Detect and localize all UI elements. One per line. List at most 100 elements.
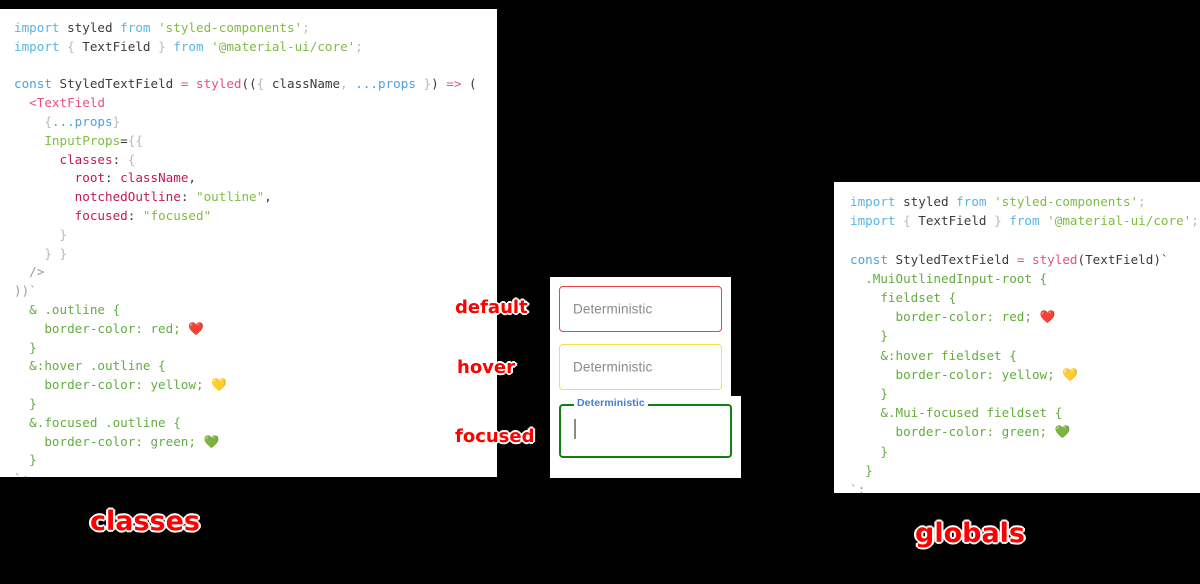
code-token: '@material-ui/core'	[1047, 213, 1192, 229]
heart-emoji-icon: 💛	[211, 377, 227, 393]
code-token: StyledTextField	[59, 76, 181, 92]
code-token: }	[112, 113, 121, 129]
code-line: <TextField	[14, 94, 497, 113]
code-token: .MuiOutlinedInput-root {	[850, 270, 1048, 286]
code-token: ,	[340, 76, 356, 92]
code-line: const StyledTextField = styled(({ classN…	[14, 75, 497, 94]
code-token: focused	[14, 207, 128, 223]
code-block-globals: import styled from 'styled-components';i…	[850, 192, 1200, 493]
code-token: & .outline {	[14, 301, 121, 317]
code-line: border-color: red; ❤️	[850, 307, 1200, 326]
code-token: :	[105, 170, 121, 186]
code-line: }	[850, 384, 1200, 403]
code-token: from	[165, 38, 212, 54]
code-token: ;	[302, 20, 310, 35]
code-line: ))`	[14, 282, 497, 301]
code-block-classes: import styled from 'styled-components';i…	[14, 19, 497, 477]
code-token: &:hover .outline {	[14, 358, 166, 374]
code-token: import	[850, 213, 904, 229]
code-line: .MuiOutlinedInput-root {	[850, 269, 1200, 288]
annotation-globals-title: globals	[915, 518, 1026, 549]
code-token: 'styled-components'	[994, 194, 1139, 209]
code-line: InputProps={{	[14, 132, 497, 151]
code-token: from	[1001, 213, 1048, 229]
code-line: import styled from 'styled-components';	[850, 192, 1200, 211]
code-token: "outline"	[195, 189, 265, 205]
textfield-default-label: Deterministic	[573, 301, 653, 317]
code-token: className	[264, 76, 341, 92]
code-token: className	[120, 170, 189, 186]
code-token: import	[850, 194, 904, 209]
code-token: `;	[850, 482, 866, 493]
code-line: import { TextField } from '@material-ui/…	[850, 211, 1200, 230]
code-token: border-color: red;	[14, 320, 189, 336]
code-line: }	[14, 451, 497, 470]
code-token: &.Mui-focused fieldset {	[850, 405, 1063, 421]
code-line: border-color: green; 💚	[850, 422, 1200, 441]
textfield-default[interactable]: Deterministic	[559, 286, 722, 332]
code-token: InputProps	[14, 132, 121, 148]
code-token: }	[14, 452, 37, 468]
annotation-default: default	[455, 297, 528, 318]
code-token: styled	[196, 76, 242, 92]
code-line: &:hover .outline {	[14, 357, 497, 376]
code-line: fieldset {	[850, 288, 1200, 307]
code-token: {	[127, 151, 136, 167]
code-line: `;	[850, 480, 1200, 493]
code-token: root	[14, 170, 105, 186]
code-token: const	[850, 251, 896, 267]
heart-emoji-icon: 💛	[1062, 366, 1078, 382]
demo-upper-section: Deterministic Deterministic	[550, 277, 731, 396]
code-token: <TextField	[14, 95, 105, 111]
code-token: }	[158, 38, 166, 54]
code-token: &:hover fieldset {	[850, 347, 1017, 363]
code-token: '@material-ui/core'	[211, 38, 356, 54]
textfield-hover-label: Deterministic	[573, 359, 653, 375]
code-token: />	[14, 264, 45, 280]
code-token: TextField	[74, 38, 159, 54]
code-token: ((	[241, 76, 257, 92]
demo-lower-section: Deterministic	[550, 396, 741, 478]
code-token: =	[1016, 251, 1032, 267]
code-token: )	[431, 76, 447, 92]
code-token: ,	[264, 189, 272, 205]
code-line: const StyledTextField = styled(TextField…	[850, 250, 1200, 269]
textfield-focused[interactable]: Deterministic	[559, 397, 732, 458]
code-token: border-color: yellow;	[14, 377, 212, 393]
code-token: }	[994, 213, 1002, 229]
code-line: &.focused .outline {	[14, 414, 497, 433]
code-token: }	[850, 386, 888, 402]
code-token: from	[112, 20, 159, 35]
code-token: &.focused .outline {	[14, 414, 181, 430]
textfield-hover[interactable]: Deterministic	[559, 344, 722, 390]
code-token: notchedOutline	[14, 189, 181, 205]
code-token: {	[67, 38, 75, 54]
code-token: =	[120, 132, 128, 148]
code-token: } }	[14, 245, 68, 261]
code-line: } }	[14, 245, 497, 264]
code-line: &:hover fieldset {	[850, 346, 1200, 365]
code-token: ,	[188, 170, 197, 186]
code-token: :	[180, 189, 196, 205]
code-token: border-color: red;	[850, 309, 1040, 325]
code-token: }	[850, 462, 873, 478]
code-line: }	[14, 339, 497, 358]
code-line: {...props}	[14, 113, 497, 132]
code-panel-classes: import styled from 'styled-components';i…	[0, 9, 497, 477]
heart-emoji-icon: 💚	[1054, 424, 1071, 440]
heart-emoji-icon: 💚	[203, 433, 220, 449]
code-token: border-color: yellow;	[850, 366, 1063, 382]
text-caret	[574, 419, 576, 439]
code-token: }	[850, 443, 888, 459]
code-line: />	[14, 263, 497, 282]
code-line: notchedOutline: "outline",	[14, 188, 497, 207]
code-token: }	[423, 76, 432, 92]
annotation-hover: hover	[457, 357, 515, 378]
code-token: border-color: green;	[850, 424, 1055, 440]
code-token: }	[14, 339, 37, 355]
annotation-focused: focused	[455, 426, 535, 447]
code-line: }	[14, 395, 497, 414]
code-token: "focused"	[142, 207, 212, 223]
code-line	[850, 230, 1200, 249]
code-token: 'styled-components'	[158, 20, 303, 35]
